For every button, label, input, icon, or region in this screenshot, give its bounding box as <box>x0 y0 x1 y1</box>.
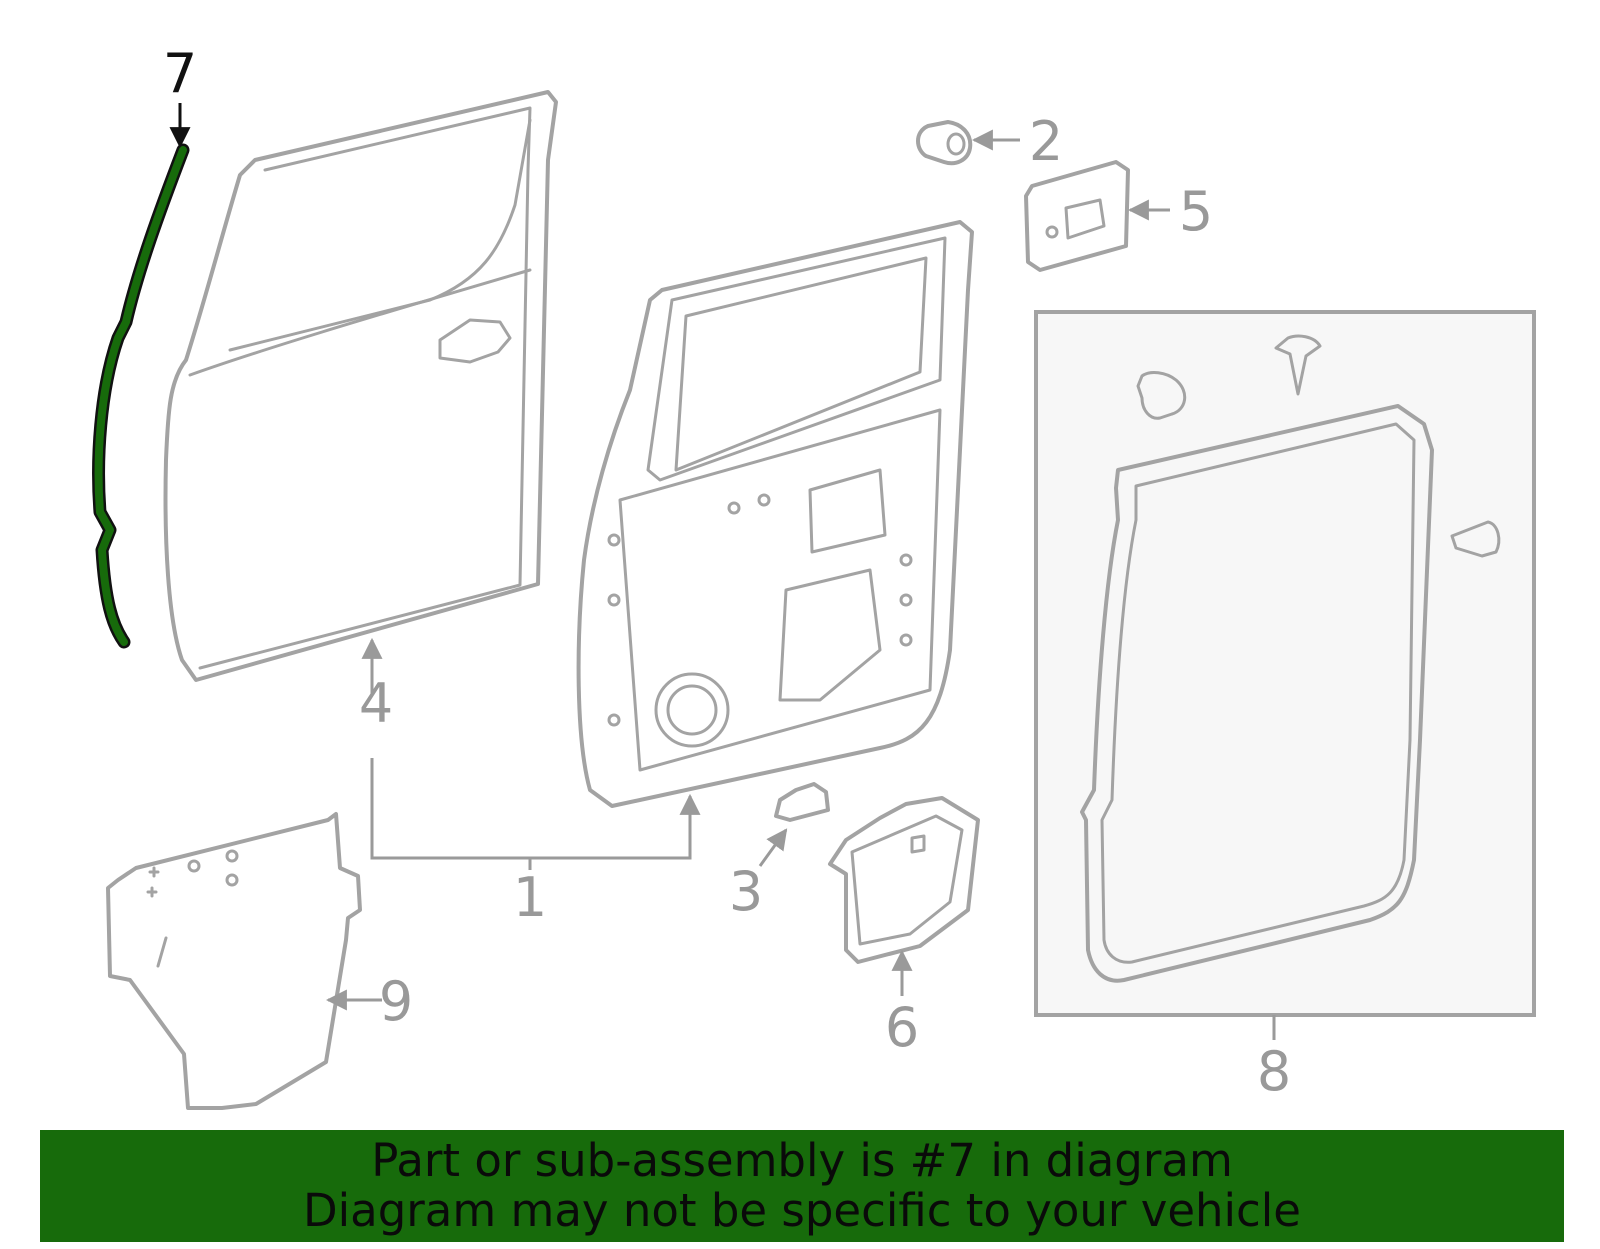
part-1-door-frame <box>576 220 974 808</box>
leader-lines <box>325 129 1276 1040</box>
part-8-seal-kit <box>1034 310 1536 1017</box>
part-9-insulator <box>106 812 362 1110</box>
callout-8: 8 <box>1257 1040 1291 1103</box>
part-6-bracket <box>828 796 980 964</box>
part-7-weatherstrip[interactable] <box>92 143 190 649</box>
part-5-striker <box>1024 160 1130 272</box>
callout-6: 6 <box>885 996 919 1059</box>
part-4-door-shell <box>163 90 558 682</box>
callout-4: 4 <box>359 672 393 735</box>
banner-line-2: Diagram may not be specific to your vehi… <box>303 1184 1301 1237</box>
banner-line-1: Part or sub-assembly is #7 in diagram <box>371 1134 1233 1187</box>
callout-1: 1 <box>513 866 547 929</box>
part-2-bumper <box>916 120 973 166</box>
callout-2: 2 <box>1029 110 1063 173</box>
callout-9: 9 <box>379 970 413 1033</box>
callout-3: 3 <box>729 860 763 923</box>
part-3-clip <box>774 782 830 822</box>
info-banner: Part or sub-assembly is #7 in diagram Di… <box>40 1130 1564 1242</box>
callout-7: 7 <box>163 42 197 105</box>
callout-5: 5 <box>1179 180 1213 243</box>
